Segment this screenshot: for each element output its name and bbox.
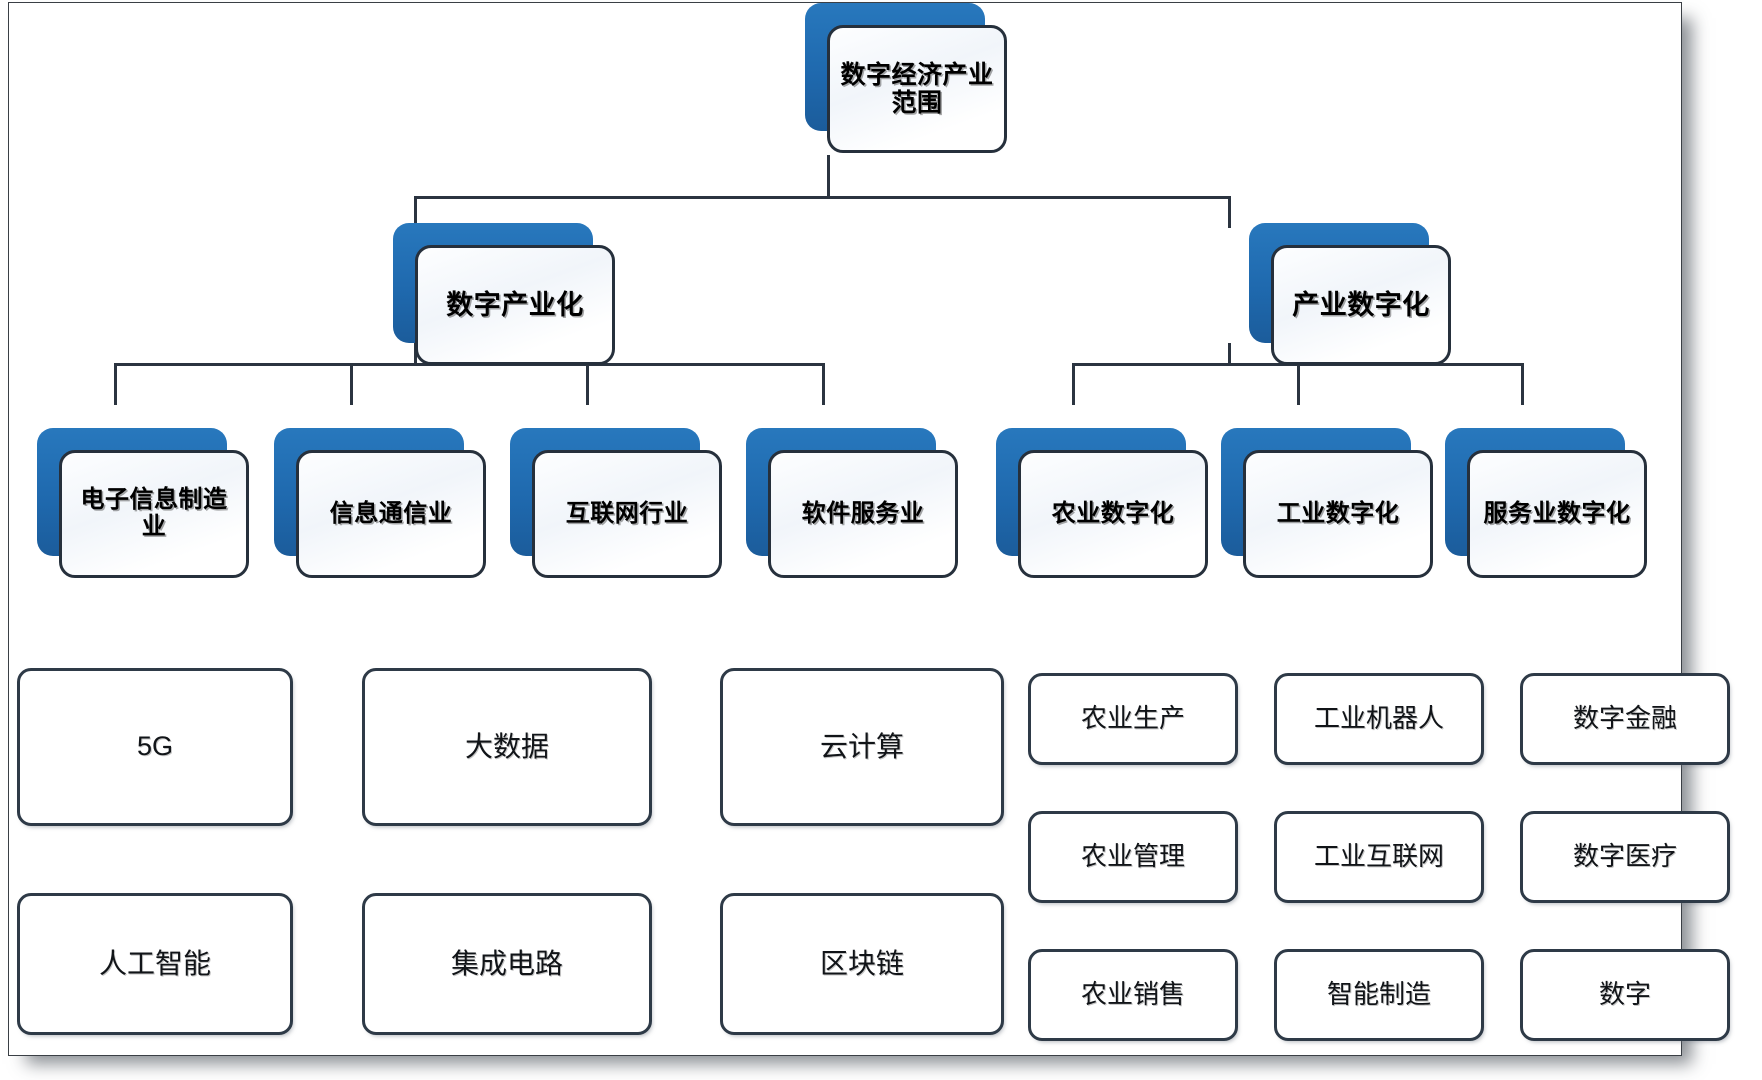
node-info-communication-industry[interactable]: 信息通信业 [274, 428, 486, 578]
node-agriculture-digitalization[interactable]: 农业数字化 [996, 428, 1208, 578]
node-software-services-industry[interactable]: 软件服务业 [746, 428, 958, 578]
leaf-agricultural-sales-label: 农业销售 [1080, 979, 1185, 1010]
node-industry-digitalization[interactable]: 工业数字化 [1221, 428, 1433, 578]
node-l3r-2-label: 服务业数字化 [1483, 499, 1631, 527]
connector-drop-l3-3 [586, 363, 589, 405]
leaf-smart-manufacturing-label: 智能制造 [1326, 979, 1431, 1010]
leaf-agricultural-production[interactable]: 农业生产 [1028, 673, 1238, 765]
node-l3l-2-label: 互联网行业 [565, 499, 689, 527]
leaf-industrial-robot[interactable]: 工业机器人 [1274, 673, 1484, 765]
connector-drop-l3-4 [822, 363, 825, 405]
node-l2-0-label: 数字产业化 [446, 289, 584, 320]
leaf-big-data-label: 大数据 [464, 730, 549, 762]
leaf-digital-healthcare-label: 数字医疗 [1572, 841, 1677, 872]
leaf-industrial-internet[interactable]: 工业互联网 [1274, 811, 1484, 903]
leaf-artificial-intelligence[interactable]: 人工智能 [17, 893, 293, 1035]
node-root[interactable]: 数字经济产业范围 [805, 3, 1007, 153]
connector-drop-r3-3 [1521, 363, 1524, 405]
node-electronic-info-manufacturing[interactable]: 电子信息制造业 [37, 428, 249, 578]
connector-drop-l3-1 [114, 363, 117, 405]
node-l3r-1-face: 工业数字化 [1243, 450, 1433, 578]
diagram-stage: 数字经济产业范围 数字产业化 产业数字化 电子信息制造业 [9, 3, 1730, 1055]
node-root-face: 数字经济产业范围 [827, 25, 1007, 153]
leaf-digital-finance-label: 数字金融 [1572, 703, 1677, 734]
leaf-blockchain-label: 区块链 [819, 947, 904, 979]
connector-right-branch-stem [1228, 343, 1231, 365]
node-l3l-2-face: 互联网行业 [532, 450, 722, 578]
connector-drop-level2-right [1228, 196, 1231, 228]
leaf-digital-finance[interactable]: 数字金融 [1520, 673, 1730, 765]
leaf-digital-healthcare[interactable]: 数字医疗 [1520, 811, 1730, 903]
leaf-agricultural-sales[interactable]: 农业销售 [1028, 949, 1238, 1041]
connector-root-stem [827, 155, 830, 199]
node-l3l-3-label: 软件服务业 [801, 499, 925, 527]
node-industrial-digitalization[interactable]: 产业数字化 [1249, 223, 1451, 365]
node-l2-1-label: 产业数字化 [1292, 289, 1430, 320]
leaf-blockchain[interactable]: 区块链 [720, 893, 1004, 1035]
node-l3l-0-face: 电子信息制造业 [59, 450, 249, 578]
node-l3r-1-label: 工业数字化 [1276, 499, 1400, 527]
node-l3l-1-label: 信息通信业 [329, 499, 453, 527]
connector-root-bus [415, 196, 1231, 199]
leaf-agricultural-production-label: 农业生产 [1080, 703, 1185, 734]
leaf-agricultural-management-label: 农业管理 [1080, 841, 1185, 872]
leaf-cloud-computing-label: 云计算 [819, 730, 904, 762]
leaf-digital[interactable]: 数字 [1520, 949, 1730, 1041]
connector-drop-r3-1 [1072, 363, 1075, 405]
connector-drop-level2-left [414, 196, 417, 228]
leaf-cloud-computing[interactable]: 云计算 [720, 668, 1004, 826]
leaf-integrated-circuit[interactable]: 集成电路 [362, 893, 652, 1035]
leaf-big-data[interactable]: 大数据 [362, 668, 652, 826]
node-root-label: 数字经济产业范围 [840, 61, 994, 117]
leaf-smart-manufacturing[interactable]: 智能制造 [1274, 949, 1484, 1041]
leaf-industrial-internet-label: 工业互联网 [1313, 841, 1444, 872]
node-service-industry-digitalization[interactable]: 服务业数字化 [1445, 428, 1647, 578]
node-l3r-0-label: 农业数字化 [1051, 499, 1175, 527]
node-digital-industrialization[interactable]: 数字产业化 [393, 223, 615, 365]
node-internet-industry[interactable]: 互联网行业 [510, 428, 722, 578]
connector-drop-r3-2 [1297, 363, 1300, 405]
leaf-5g-label: 5G [136, 731, 174, 762]
connector-drop-l3-2 [350, 363, 353, 405]
node-l3r-0-face: 农业数字化 [1018, 450, 1208, 578]
leaf-industrial-robot-label: 工业机器人 [1313, 703, 1444, 734]
node-l3l-3-face: 软件服务业 [768, 450, 958, 578]
node-l2-0-face: 数字产业化 [415, 245, 615, 365]
node-l3l-0-label: 电子信息制造业 [80, 486, 228, 540]
leaf-digital-label: 数字 [1598, 979, 1651, 1010]
leaf-5g[interactable]: 5G [17, 668, 293, 826]
diagram-canvas: 数字经济产业范围 数字产业化 产业数字化 电子信息制造业 [8, 2, 1730, 1056]
leaf-agricultural-management[interactable]: 农业管理 [1028, 811, 1238, 903]
leaf-integrated-circuit-label: 集成电路 [450, 947, 563, 979]
node-l3l-1-face: 信息通信业 [296, 450, 486, 578]
leaf-artificial-intelligence-label: 人工智能 [98, 947, 211, 979]
node-l2-1-face: 产业数字化 [1271, 245, 1451, 365]
node-l3r-2-face: 服务业数字化 [1467, 450, 1647, 578]
